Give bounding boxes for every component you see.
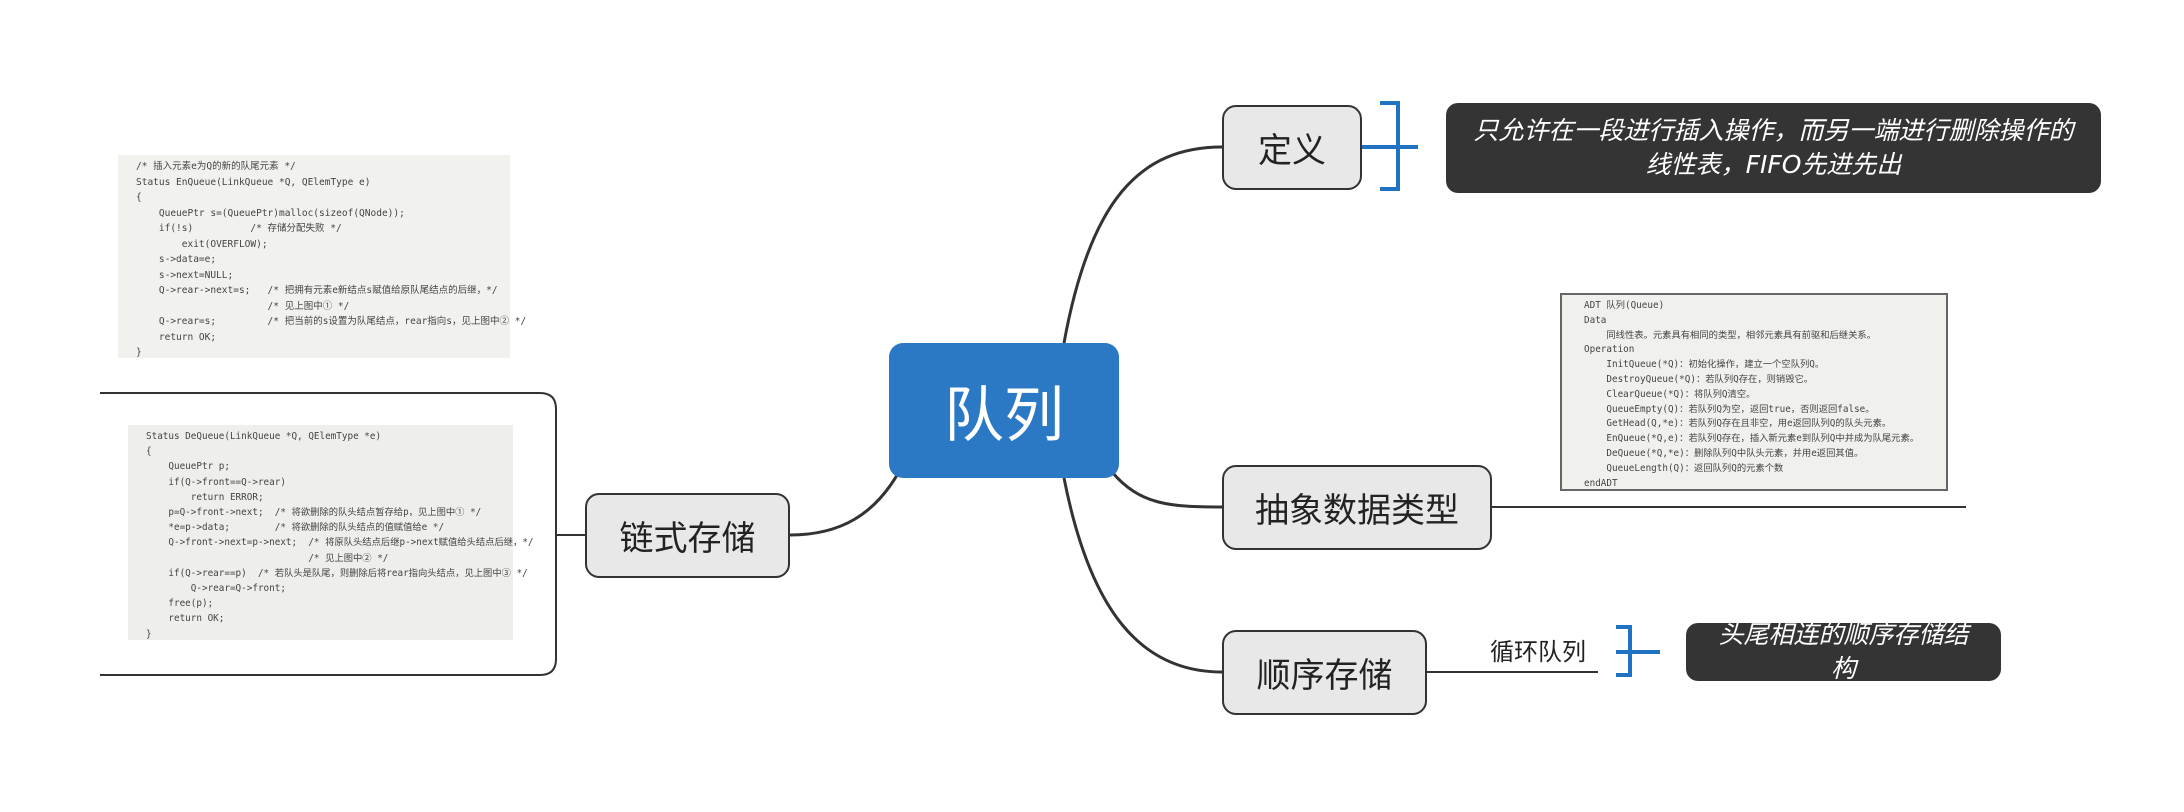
dequeue-code-line: return OK;	[146, 613, 225, 625]
enqueue-code-line: Q->rear->next=s; /* 把拥有元素e新结点s赋值给原队尾结点的后…	[136, 285, 498, 296]
bracket-cyclic	[1616, 625, 1660, 677]
adt-image-line: GetHead(Q,*e)：若队列Q存在且非空，用e返回队列Q的队头元素。	[1584, 418, 1892, 430]
enqueue-code-line: return OK;	[136, 331, 217, 343]
dequeue-code-line: *e=p->data; /* 将欲删除的队头结点的值赋值给e */	[146, 522, 445, 534]
enqueue-code-line: exit(OVERFLOW);	[136, 238, 268, 250]
connector-root-linked	[789, 469, 902, 537]
dequeue-code-image: Status DeQueue(LinkQueue *Q, QElemType *…	[128, 425, 534, 640]
adt-image-line: QueueEmpty(Q)：若队列Q为空，返回true，否则返回false。	[1584, 403, 1875, 415]
enqueue-code-line: }	[136, 347, 142, 358]
topic-sequential-storage[interactable]: 顺序存储	[1222, 630, 1427, 715]
dequeue-code-line: {	[146, 446, 152, 458]
adt-image-line: 同线性表。元素具有相同的类型，相邻元素具有前驱和后继关系。	[1584, 329, 1876, 341]
dequeue-code-line: /* 见上图中② */	[146, 552, 389, 564]
adt-definition-image: ADT 队列(Queue) Data 同线性表。元素具有相同的类型，相邻元素具有前…	[1560, 293, 1948, 491]
adt-image-line: QueueLength(Q)：返回队列Q的元素个数	[1584, 462, 1784, 474]
adt-image-line: ClearQueue(*Q)：将队列Q清空。	[1584, 388, 1756, 400]
topic-adt[interactable]: 抽象数据类型	[1222, 465, 1492, 550]
adt-image-line: EnQueue(*Q,e)：若队列Q存在，插入新元素e到队列Q中并成为队尾元素。	[1584, 433, 1920, 445]
dequeue-code-line: }	[146, 628, 152, 640]
dequeue-code-line: return ERROR;	[146, 491, 264, 503]
enqueue-code-line: s->data=e;	[136, 254, 217, 265]
dequeue-code-line: QueuePtr p;	[146, 461, 230, 473]
circular-queue-note[interactable]: 头尾相连的顺序存储结构	[1686, 620, 2001, 683]
adt-image-line: Operation	[1584, 344, 1635, 356]
dequeue-code-line: Q->front->next=p->next; /* 将原队头结点后继p->ne…	[146, 537, 534, 549]
enqueue-code-line: if(!s) /* 存储分配失败 */	[136, 223, 342, 234]
dequeue-code-line: if(Q->rear==p) /* 若队头是队尾，则删除后将rear指向头结点，…	[146, 567, 528, 579]
adt-image-line: ADT 队列(Queue)	[1584, 300, 1665, 311]
connector-root-definition	[1062, 145, 1223, 344]
enqueue-code-line: /* 插入元素e为Q的新的队尾元素 */	[136, 161, 296, 172]
adt-image-line: DestroyQueue(*Q)：若队列Q存在，则销毁它。	[1584, 373, 1814, 385]
dequeue-code-line: Status DeQueue(LinkQueue *Q, QElemType *…	[146, 431, 382, 442]
topic-definition[interactable]: 定义	[1222, 105, 1362, 190]
enqueue-code-line: Status EnQueue(LinkQueue *Q, QElemType e…	[136, 176, 371, 188]
enqueue-code-line: /* 见上图中① */	[136, 300, 350, 312]
connector-root-adt	[1110, 471, 1223, 509]
subtopic-circular-queue[interactable]: 循环队列	[1490, 638, 1586, 666]
dequeue-code-line: if(Q->front==Q->rear)	[146, 476, 286, 488]
connector-root-sequential	[1062, 477, 1223, 674]
enqueue-code-line: {	[136, 192, 142, 203]
enqueue-code-line: s->next=NULL;	[136, 269, 234, 281]
adt-image-line: DeQueue(*Q,*e)：删除队列Q中队头元素，并用e返回其值。	[1584, 447, 1864, 459]
dequeue-code-line: Q->rear=Q->front;	[146, 583, 286, 595]
enqueue-code-image: /* 插入元素e为Q的新的队尾元素 */ Status EnQueue(LinkQ…	[118, 155, 527, 358]
enqueue-code-line: QueuePtr s=(QueuePtr)malloc(sizeof(QNode…	[136, 207, 405, 219]
topic-linked-storage[interactable]: 链式存储	[585, 493, 790, 578]
adt-image-line: endADT	[1584, 477, 1618, 489]
root-topic[interactable]: 队列	[889, 343, 1119, 478]
dequeue-code-line: free(p);	[146, 598, 214, 610]
definition-note[interactable]: 只允许在一段进行插入操作，而另一端进行删除操作的线性表，FIFO先进先出	[1446, 103, 2101, 193]
enqueue-code-line: Q->rear=s; /* 把当前的s设置为队尾结点，rear指向s，见上图中②…	[136, 316, 527, 327]
bracket-definition	[1362, 101, 1418, 191]
adt-image-line: Data	[1584, 314, 1607, 326]
dequeue-code-line: p=Q->front->next; /* 将欲删除的队头结点暂存给p，见上图中①…	[146, 507, 482, 519]
adt-image-line: InitQueue(*Q)：初始化操作，建立一个空队列Q。	[1584, 359, 1825, 371]
